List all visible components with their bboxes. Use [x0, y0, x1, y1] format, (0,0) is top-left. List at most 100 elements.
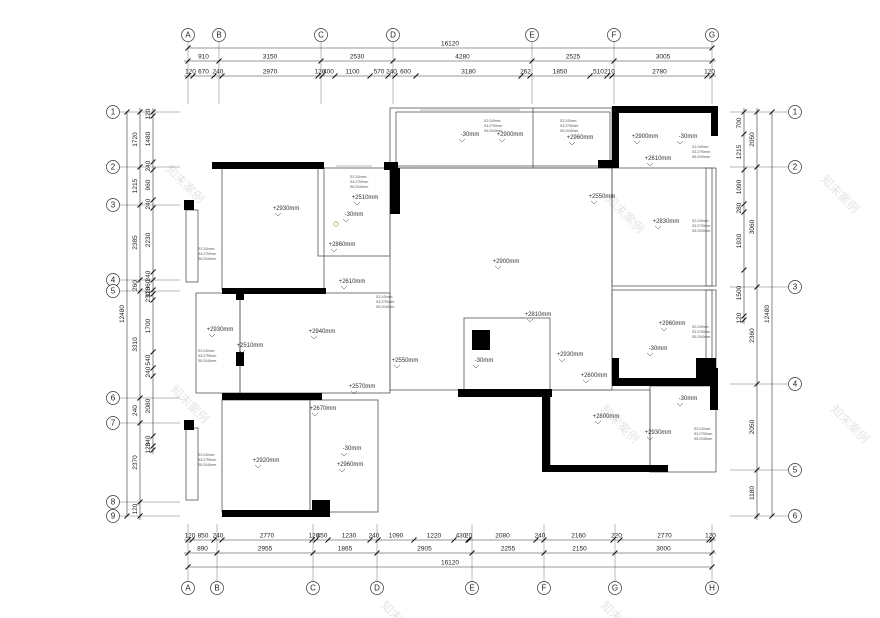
- dim-top-detail-label: 240: [386, 69, 397, 76]
- structural-walls: [184, 106, 718, 517]
- note-balcony-6: S5:2040mm: [560, 129, 578, 133]
- dim-left-detail-label: 2230: [145, 232, 152, 247]
- note-living-2: S3:2790mm: [376, 300, 394, 304]
- note-se-1: S2:240mm: [694, 427, 711, 431]
- note-se-3: S5:2040mm: [694, 437, 712, 441]
- axis-right-5-ring: [788, 463, 802, 477]
- axis-left-7: 7: [106, 416, 120, 430]
- dim-bottom-total-tick: [709, 564, 715, 570]
- dim-bottom-detail-tick: [617, 537, 623, 543]
- dim-left-mid-label: 2385: [132, 235, 139, 250]
- elevation-marker: +2600mm: [581, 373, 607, 384]
- dim-bottom-detail-label: 1220: [427, 533, 442, 540]
- room-notes: S2:240mm S3:2790mm S5:2040mm S2:240mm S3…: [198, 119, 712, 467]
- elevation-label: +2920mm: [253, 458, 280, 464]
- dim-bottom-detail-label: 220: [611, 533, 622, 540]
- elevation-triangle: [646, 352, 654, 357]
- elevation-marker: +2550mm: [589, 194, 615, 205]
- elevation-label: +2930mm: [273, 206, 300, 212]
- note-west-mid-1: S2:240mm: [198, 349, 215, 353]
- dim-left-total-tick: [124, 513, 130, 519]
- axis-right-4-ring: [788, 377, 802, 391]
- axis-top-D: D: [386, 28, 400, 42]
- elevation-marker: +2930mm: [273, 206, 300, 217]
- dim-top-mid-tick: [611, 58, 617, 64]
- axis-bottom-F-label: F: [542, 584, 547, 593]
- dim-left-detail-tick: [150, 113, 156, 119]
- wall-ne-corner: [711, 106, 718, 136]
- dim-left-detail-tick: [150, 373, 156, 379]
- dim-top-detail-label: 120: [315, 69, 326, 76]
- axis-right-6: 6: [788, 509, 802, 523]
- dim-top-detail-tick: [604, 73, 610, 79]
- elevation-label: +2940mm: [309, 329, 336, 335]
- axis-top-B-label: B: [216, 31, 221, 40]
- watermark-7: 知末案例: [378, 598, 423, 618]
- elevation-label: +2670mm: [310, 406, 337, 412]
- axis-right-3: 3: [788, 280, 802, 294]
- axis-left-9: 9: [106, 509, 120, 523]
- dim-right-detail-tick: [741, 317, 747, 323]
- wall-mid-west: [222, 288, 326, 294]
- note-balcony-3: S5:2040mm: [484, 129, 502, 133]
- kitchen-outline: [463, 317, 551, 391]
- dim-bottom-mid-tick: [185, 550, 191, 556]
- note-balcony-4: S2:240mm: [560, 119, 577, 123]
- elevation-marker: +2930mm: [557, 352, 583, 363]
- elevation-triangle: [660, 327, 668, 332]
- dim-left-mid-label: 2370: [132, 455, 139, 470]
- elevation-triangle: [393, 364, 401, 369]
- elevation-label: -30mm: [679, 396, 698, 402]
- dim-left-detail-label: 960: [145, 179, 152, 190]
- elevation-triangle: [310, 335, 318, 340]
- note-east-1: S2:240mm: [692, 219, 709, 223]
- dim-left-detail-tick: [150, 443, 156, 449]
- bedroom-nw-outline: [221, 167, 325, 291]
- dim-left-detail-label: 1480: [145, 131, 152, 146]
- dim-right-mid-tick: [754, 513, 760, 519]
- dim-right-mid-tick: [754, 381, 760, 387]
- axis-left-8-ring: [106, 495, 120, 509]
- dim-left-detail-tick: [150, 433, 156, 439]
- wall-sw-column: [312, 500, 330, 514]
- axis-bottom-A-label: A: [185, 584, 191, 593]
- dim-top-detail-label: 2780: [652, 69, 667, 76]
- elevation-triangle: [330, 248, 338, 253]
- dim-bottom-detail-tick: [466, 537, 472, 543]
- dim-bottom-detail-label: 2080: [495, 533, 510, 540]
- dim-left-mid-tick: [137, 288, 143, 294]
- axis-bottom-C-ring: [306, 581, 320, 595]
- dim-top-mid-tick: [529, 58, 535, 64]
- dim-left-mid-tick: [137, 164, 143, 170]
- watermark-8: 知末案例: [598, 598, 643, 618]
- dim-bottom-mid-label: 2955: [258, 546, 273, 553]
- axis-bottom-A-ring: [181, 581, 195, 595]
- dim-bottom-mid-label: 890: [197, 546, 208, 553]
- elevation-triangle: [676, 402, 684, 407]
- dim-bottom-detail-tick: [533, 537, 539, 543]
- axis-bottom-F-ring: [537, 581, 551, 595]
- dim-bottom-mid-tick: [310, 550, 316, 556]
- elevation-label: -30mm: [345, 212, 364, 218]
- dim-left-detail-tick: [150, 197, 156, 203]
- elevation-triangle: [472, 364, 480, 369]
- dim-left-mid-label: 240: [132, 405, 139, 416]
- axis-left-7-ring: [106, 416, 120, 430]
- elevation-marker: +2800mm: [593, 414, 620, 425]
- wall-east-stub: [612, 358, 619, 384]
- dim-bottom-mid-tick: [214, 550, 220, 556]
- axis-top-G: G: [705, 28, 719, 42]
- elevation-marker: +2930mm: [207, 327, 233, 338]
- elevation-label: +2800mm: [593, 414, 620, 420]
- dim-top-detail-label: 210: [604, 69, 615, 76]
- note-living-1: S2:240mm: [376, 295, 393, 299]
- axis-left-2-label: 2: [111, 163, 116, 172]
- elevation-label: +2900mm: [493, 259, 520, 265]
- axis-top-C-ring: [314, 28, 328, 42]
- elevation-label: +2930mm: [645, 430, 672, 436]
- axis-bottom-E: E: [465, 581, 479, 595]
- dim-left-mid-label: 260: [132, 280, 139, 291]
- kitchen-shaft: [472, 330, 490, 350]
- dim-left-detail-label: 540: [145, 354, 152, 365]
